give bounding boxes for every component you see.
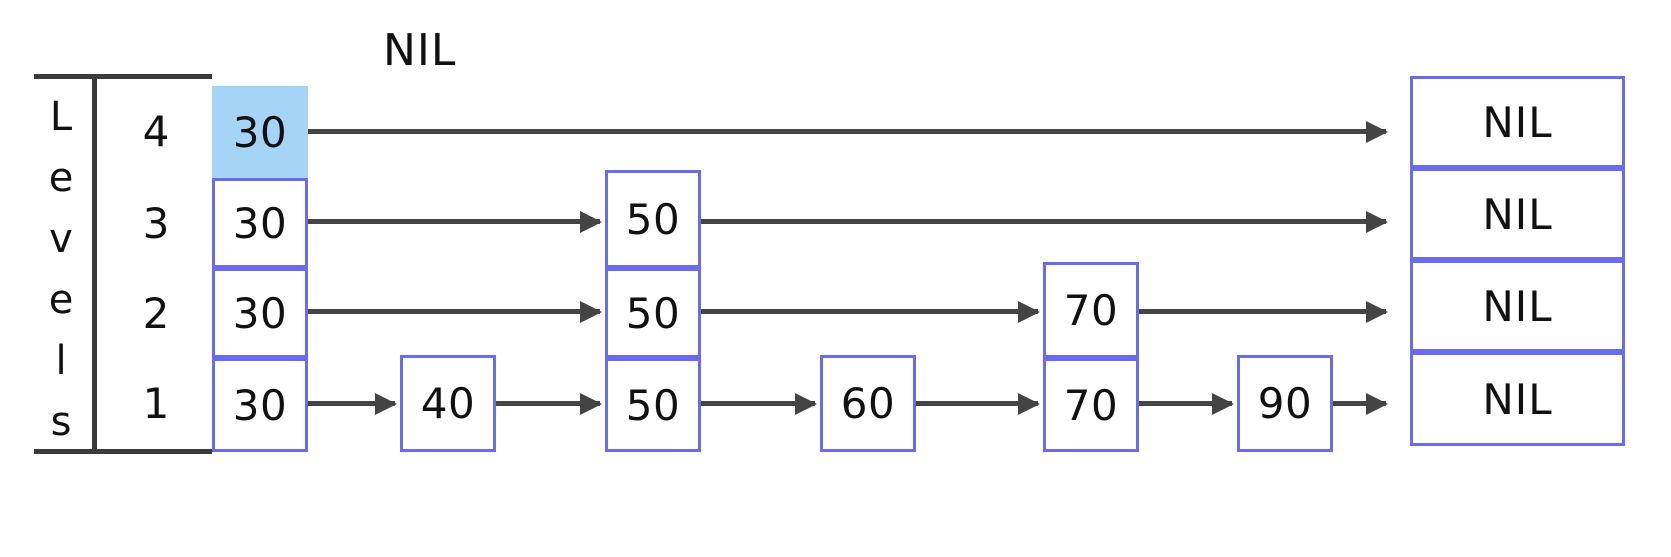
level-number-2: 2	[142, 288, 170, 338]
legend-top-rule	[34, 74, 212, 79]
node-level1-90[interactable]: 90	[1237, 355, 1333, 452]
arrow-level4-30-to-nil	[308, 129, 1386, 134]
legend-vertical-rule	[92, 79, 97, 453]
levels-letter-l2: l	[55, 337, 67, 384]
legend-bottom-rule	[34, 449, 212, 454]
arrow-level1-30-to-40	[308, 401, 395, 406]
node-level2-30[interactable]: 30	[212, 268, 308, 358]
levels-letter-v: v	[49, 215, 73, 262]
arrow-level2-50-to-70	[701, 309, 1038, 314]
nil-caption: NIL	[383, 25, 457, 76]
level-number-1: 1	[142, 378, 170, 428]
node-level3-nil[interactable]: NIL	[1410, 168, 1625, 260]
node-level2-50[interactable]: 50	[605, 268, 701, 358]
levels-letter-e1: e	[48, 154, 74, 201]
levels-label: L e v e l s	[34, 86, 88, 452]
level-number-column: 4 3 2 1	[104, 86, 208, 452]
node-level1-50[interactable]: 50	[605, 358, 701, 452]
node-level2-70[interactable]: 70	[1043, 262, 1139, 358]
level-number-3: 3	[142, 198, 170, 248]
node-level3-50[interactable]: 50	[605, 170, 701, 268]
levels-letter-s: s	[50, 398, 72, 445]
node-level1-nil[interactable]: NIL	[1410, 352, 1625, 446]
level-number-4: 4	[142, 106, 170, 156]
node-level4-30[interactable]: 30	[212, 86, 308, 178]
levels-letter-e2: e	[48, 276, 74, 323]
arrow-level1-90-to-nil	[1333, 401, 1386, 406]
arrow-level2-70-to-nil	[1139, 309, 1386, 314]
node-level1-70[interactable]: 70	[1043, 358, 1139, 452]
arrow-level3-50-to-nil	[701, 219, 1386, 224]
node-level1-30[interactable]: 30	[212, 358, 308, 452]
arrow-level1-50-to-60	[701, 401, 815, 406]
arrow-level3-30-to-50	[308, 219, 600, 224]
arrow-level2-30-to-50	[308, 309, 600, 314]
node-level3-30[interactable]: 30	[212, 178, 308, 268]
arrow-level1-40-to-50	[496, 401, 600, 406]
levels-letter-l1: L	[49, 93, 73, 140]
arrow-level1-60-to-70	[916, 401, 1038, 406]
arrow-level1-70-to-90	[1139, 401, 1232, 406]
node-level4-nil[interactable]: NIL	[1410, 76, 1625, 168]
node-level2-nil[interactable]: NIL	[1410, 260, 1625, 352]
node-level1-40[interactable]: 40	[400, 355, 496, 452]
node-level1-60[interactable]: 60	[820, 355, 916, 452]
